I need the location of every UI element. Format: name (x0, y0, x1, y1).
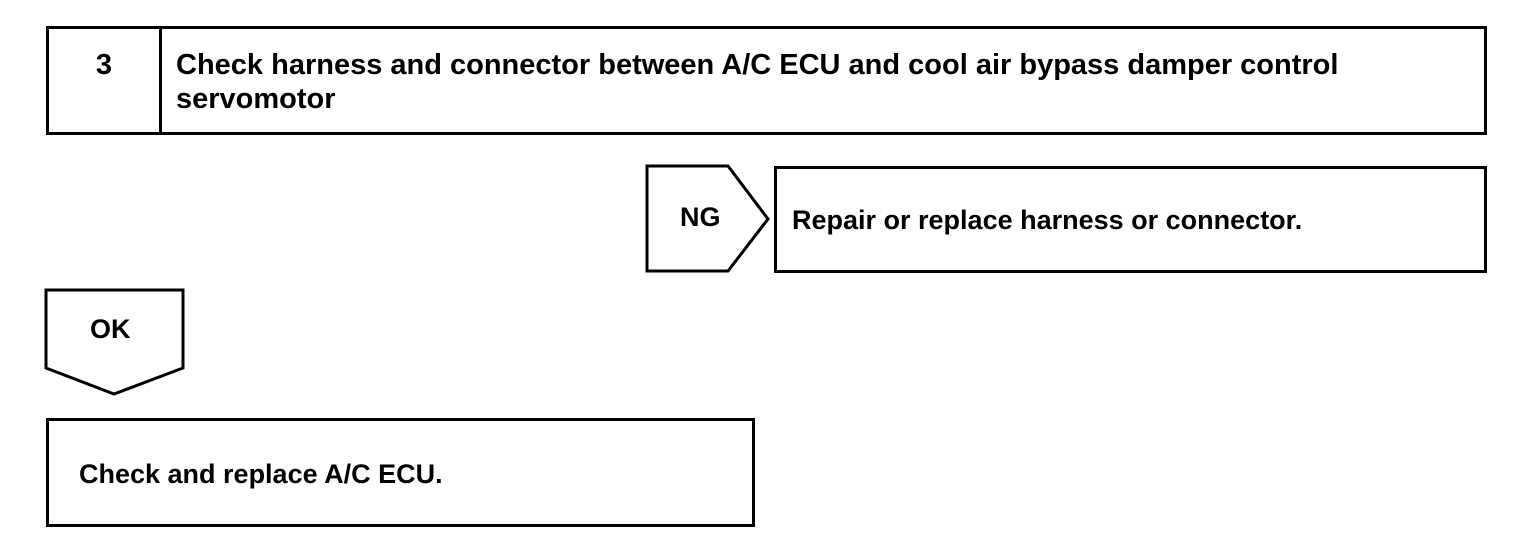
ng-label: NG (680, 202, 721, 232)
ng-result-text: Repair or replace harness or connector. (792, 205, 1303, 235)
ok-result-box: Check and replace A/C ECU. (46, 418, 755, 527)
step-number: 3 (49, 29, 162, 132)
ok-label: OK (90, 314, 131, 344)
ok-arrow-shape (44, 288, 185, 396)
step-box: 3 Check harness and connector between A/… (46, 26, 1487, 135)
step-title: Check harness and connector between A/C … (176, 49, 1339, 115)
ng-result-box: Repair or replace harness or connector. (774, 166, 1487, 273)
ng-arrow-shape (645, 164, 770, 273)
ok-result-text: Check and replace A/C ECU. (79, 459, 443, 489)
